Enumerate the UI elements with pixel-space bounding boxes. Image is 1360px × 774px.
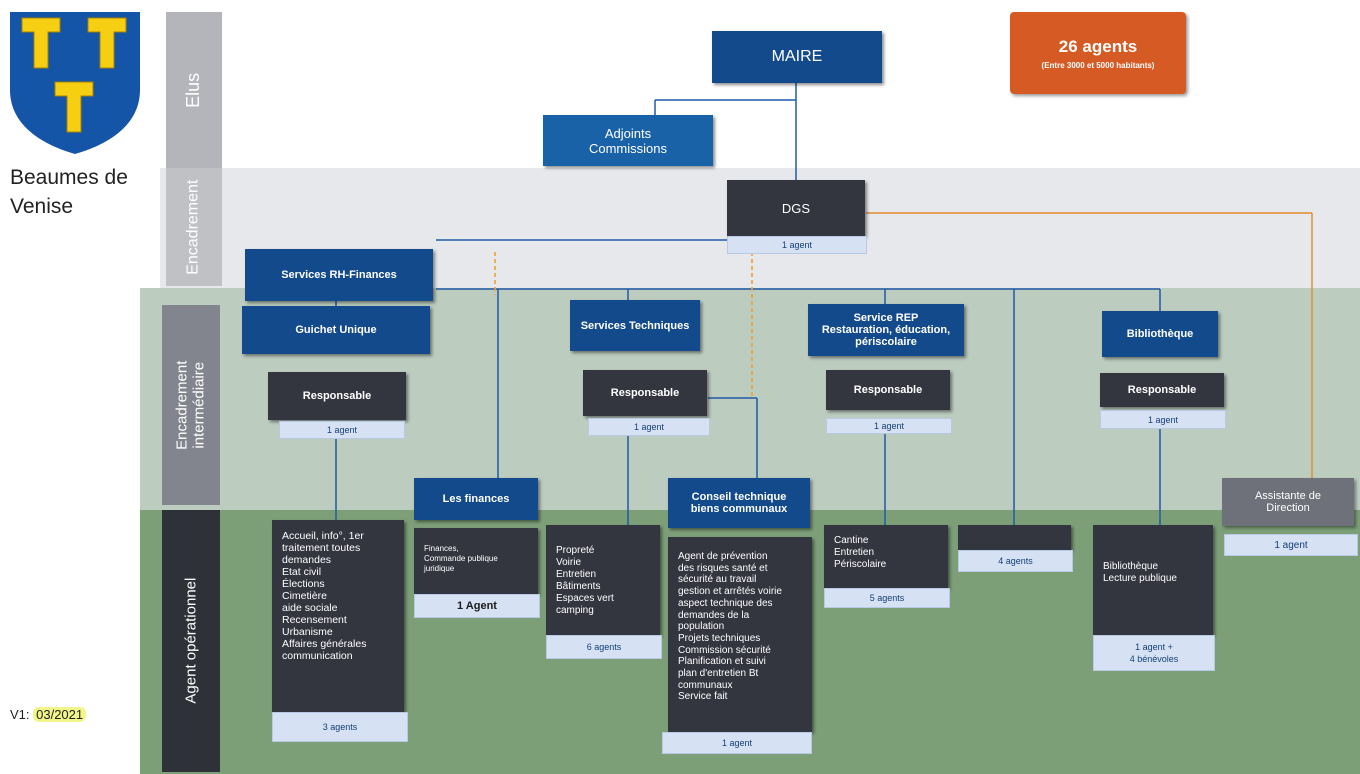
guichet-responsable-agents: 1 agent xyxy=(279,421,405,439)
rep-responsable-agents: 1 agent xyxy=(826,418,952,434)
municipality-name: Beaumes de Venise xyxy=(10,166,128,218)
finances-tasks-box: Finances, Commande publique juridique xyxy=(414,528,538,594)
adjoints-commissions-box: Adjoints Commissions xyxy=(543,115,713,166)
les-finances-box: Les finances xyxy=(414,478,538,520)
rep-agents: 5 agents xyxy=(824,588,950,608)
assistante-direction-agents: 1 agent xyxy=(1224,534,1358,556)
bibliotheque-responsable-box: Responsable xyxy=(1100,373,1224,407)
bibliotheque-box: Bibliothèque xyxy=(1102,311,1218,357)
dgs-agents: 1 agent xyxy=(727,236,867,254)
techniques-tasks-box: Propreté Voirie Entretien Bâtiments Espa… xyxy=(546,525,660,635)
version-label: V1: 03/2021 xyxy=(10,707,87,722)
assistante-direction-box: Assistante de Direction xyxy=(1222,478,1354,526)
dgs-label: DGS xyxy=(781,200,811,216)
version-date: 03/2021 xyxy=(33,707,87,722)
maire-box: MAIRE xyxy=(712,31,882,83)
services-techniques-box: Services Techniques xyxy=(570,300,700,351)
guichet-tasks-box: Accueil, info°, 1er traitement toutes de… xyxy=(272,520,404,712)
version-prefix: V1: xyxy=(10,707,34,722)
band-label-encadrement: Encadrement xyxy=(166,168,222,286)
conseil-tasks-box: Agent de prévention des risques santé et… xyxy=(668,537,812,732)
bibliotheque-agents: 1 agent + 4 bénévoles xyxy=(1093,635,1215,671)
rep-responsable-box: Responsable xyxy=(826,370,950,410)
total-agents-badge: 26 agents (Entre 3000 et 5000 habitants) xyxy=(1010,12,1186,94)
service-rep-box: Service REP Restauration, éducation, pér… xyxy=(808,304,964,356)
techniques-agents: 6 agents xyxy=(546,635,662,659)
guichet-agents: 3 agents xyxy=(272,712,408,742)
bibliotheque-tasks-box: Bibliothèque Lecture publique xyxy=(1093,525,1213,635)
techniques-responsable-agents: 1 agent xyxy=(588,418,710,436)
band-label-encadrement-intermediaire: Encadrement intermédiaire xyxy=(162,305,220,505)
rep-tasks-box: Cantine Entretien Périscolaire xyxy=(824,525,948,588)
guichet-unique-box: Guichet Unique xyxy=(242,306,430,354)
unnamed-service-box xyxy=(958,525,1071,550)
finances-agents: 1 Agent xyxy=(414,594,540,618)
conseil-agents: 1 agent xyxy=(662,732,812,754)
conseil-technique-box: Conseil technique biens communaux xyxy=(668,478,810,528)
dgs-box: DGS xyxy=(727,180,865,236)
band-label-elus: Elus xyxy=(166,12,222,168)
band-label-agent-operationnel: Agent opérationnel xyxy=(162,510,220,772)
unnamed-service-agents: 4 agents xyxy=(958,550,1073,572)
bibliotheque-responsable-agents: 1 agent xyxy=(1100,410,1226,429)
services-rh-finances-box: Services RH-Finances xyxy=(245,249,433,301)
guichet-responsable-box: Responsable xyxy=(268,372,406,420)
municipal-coat-of-arms-logo xyxy=(10,12,140,154)
total-agents-note: (Entre 3000 et 5000 habitants) xyxy=(1041,61,1155,70)
total-agents-count: 26 agents xyxy=(1058,37,1138,56)
techniques-responsable-box: Responsable xyxy=(583,370,707,416)
